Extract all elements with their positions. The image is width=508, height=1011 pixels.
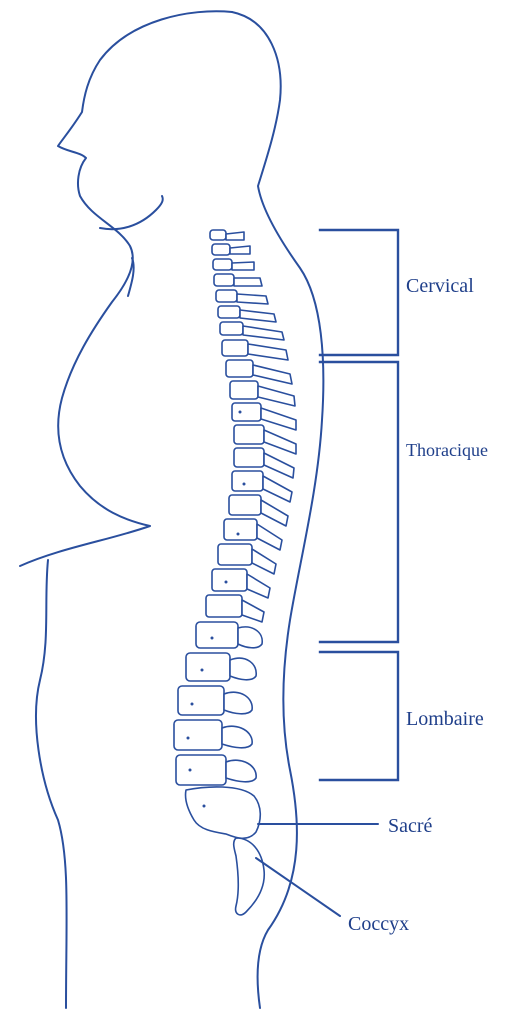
vertebra [196, 622, 238, 648]
spinous-process [258, 386, 295, 406]
vertebra [213, 259, 232, 270]
coccyx-bone [234, 838, 265, 915]
spinous-process [226, 232, 244, 240]
spinous-process [230, 658, 256, 680]
coccyx-leader-line [256, 858, 340, 916]
belly-outline [36, 560, 67, 1008]
vertebra [229, 495, 261, 515]
cervical-label: Cervical [406, 275, 474, 297]
cervical-bracket [320, 230, 398, 355]
vertebra [210, 230, 226, 240]
spinous-process [253, 365, 292, 384]
spinous-process [261, 500, 288, 526]
thoracique-bracket [320, 362, 398, 642]
body-front-outline [20, 11, 232, 566]
spinous-process [224, 692, 252, 714]
spinous-process [248, 344, 288, 360]
vertebra [220, 322, 243, 335]
spinous-process [232, 262, 254, 270]
vertebra [216, 290, 237, 302]
spinous-process [242, 600, 264, 622]
spinous-process [243, 326, 284, 340]
vertebra [178, 686, 224, 715]
spinous-process [252, 549, 276, 574]
spinous-process [230, 246, 250, 254]
sacre-label: Sacré [388, 815, 433, 837]
lombaire-bracket [320, 652, 398, 780]
spinous-process [238, 627, 262, 648]
lombaire-label: Lombaire [406, 708, 484, 730]
spinous-process [264, 430, 296, 454]
sacrum [185, 787, 260, 838]
vertebra [232, 403, 261, 421]
vertebra [212, 569, 247, 591]
leader-lines [256, 824, 378, 916]
spinous-process [257, 524, 282, 550]
vertebra [186, 653, 230, 681]
vertebra [226, 360, 253, 377]
spinous-process [240, 310, 276, 322]
vertebra [224, 519, 257, 540]
spinous-process [263, 476, 292, 502]
coccyx-label: Coccyx [348, 913, 409, 935]
spinous-process [247, 574, 270, 598]
vertebra [234, 425, 264, 444]
vertebra [214, 274, 234, 286]
vertebra [230, 381, 258, 399]
vertebra [234, 448, 264, 467]
spine [174, 228, 296, 915]
vertebra [212, 244, 230, 255]
spinous-process [226, 760, 256, 782]
thoracique-label: Thoracique [406, 440, 488, 460]
spinous-process [234, 278, 262, 286]
labels: Cervical Thoracique Lombaire Sacré Coccy… [348, 275, 488, 935]
region-brackets [320, 230, 398, 780]
vertebra [176, 755, 226, 785]
vertebra [174, 720, 222, 750]
vertebra [222, 340, 248, 356]
vertebra [218, 306, 240, 318]
vertebra [218, 544, 252, 565]
spinous-process [264, 453, 294, 478]
vertebra [232, 471, 263, 491]
spinous-process [237, 294, 268, 304]
vertebra [206, 595, 242, 617]
spinous-process [261, 408, 296, 430]
spinous-process [222, 726, 252, 748]
